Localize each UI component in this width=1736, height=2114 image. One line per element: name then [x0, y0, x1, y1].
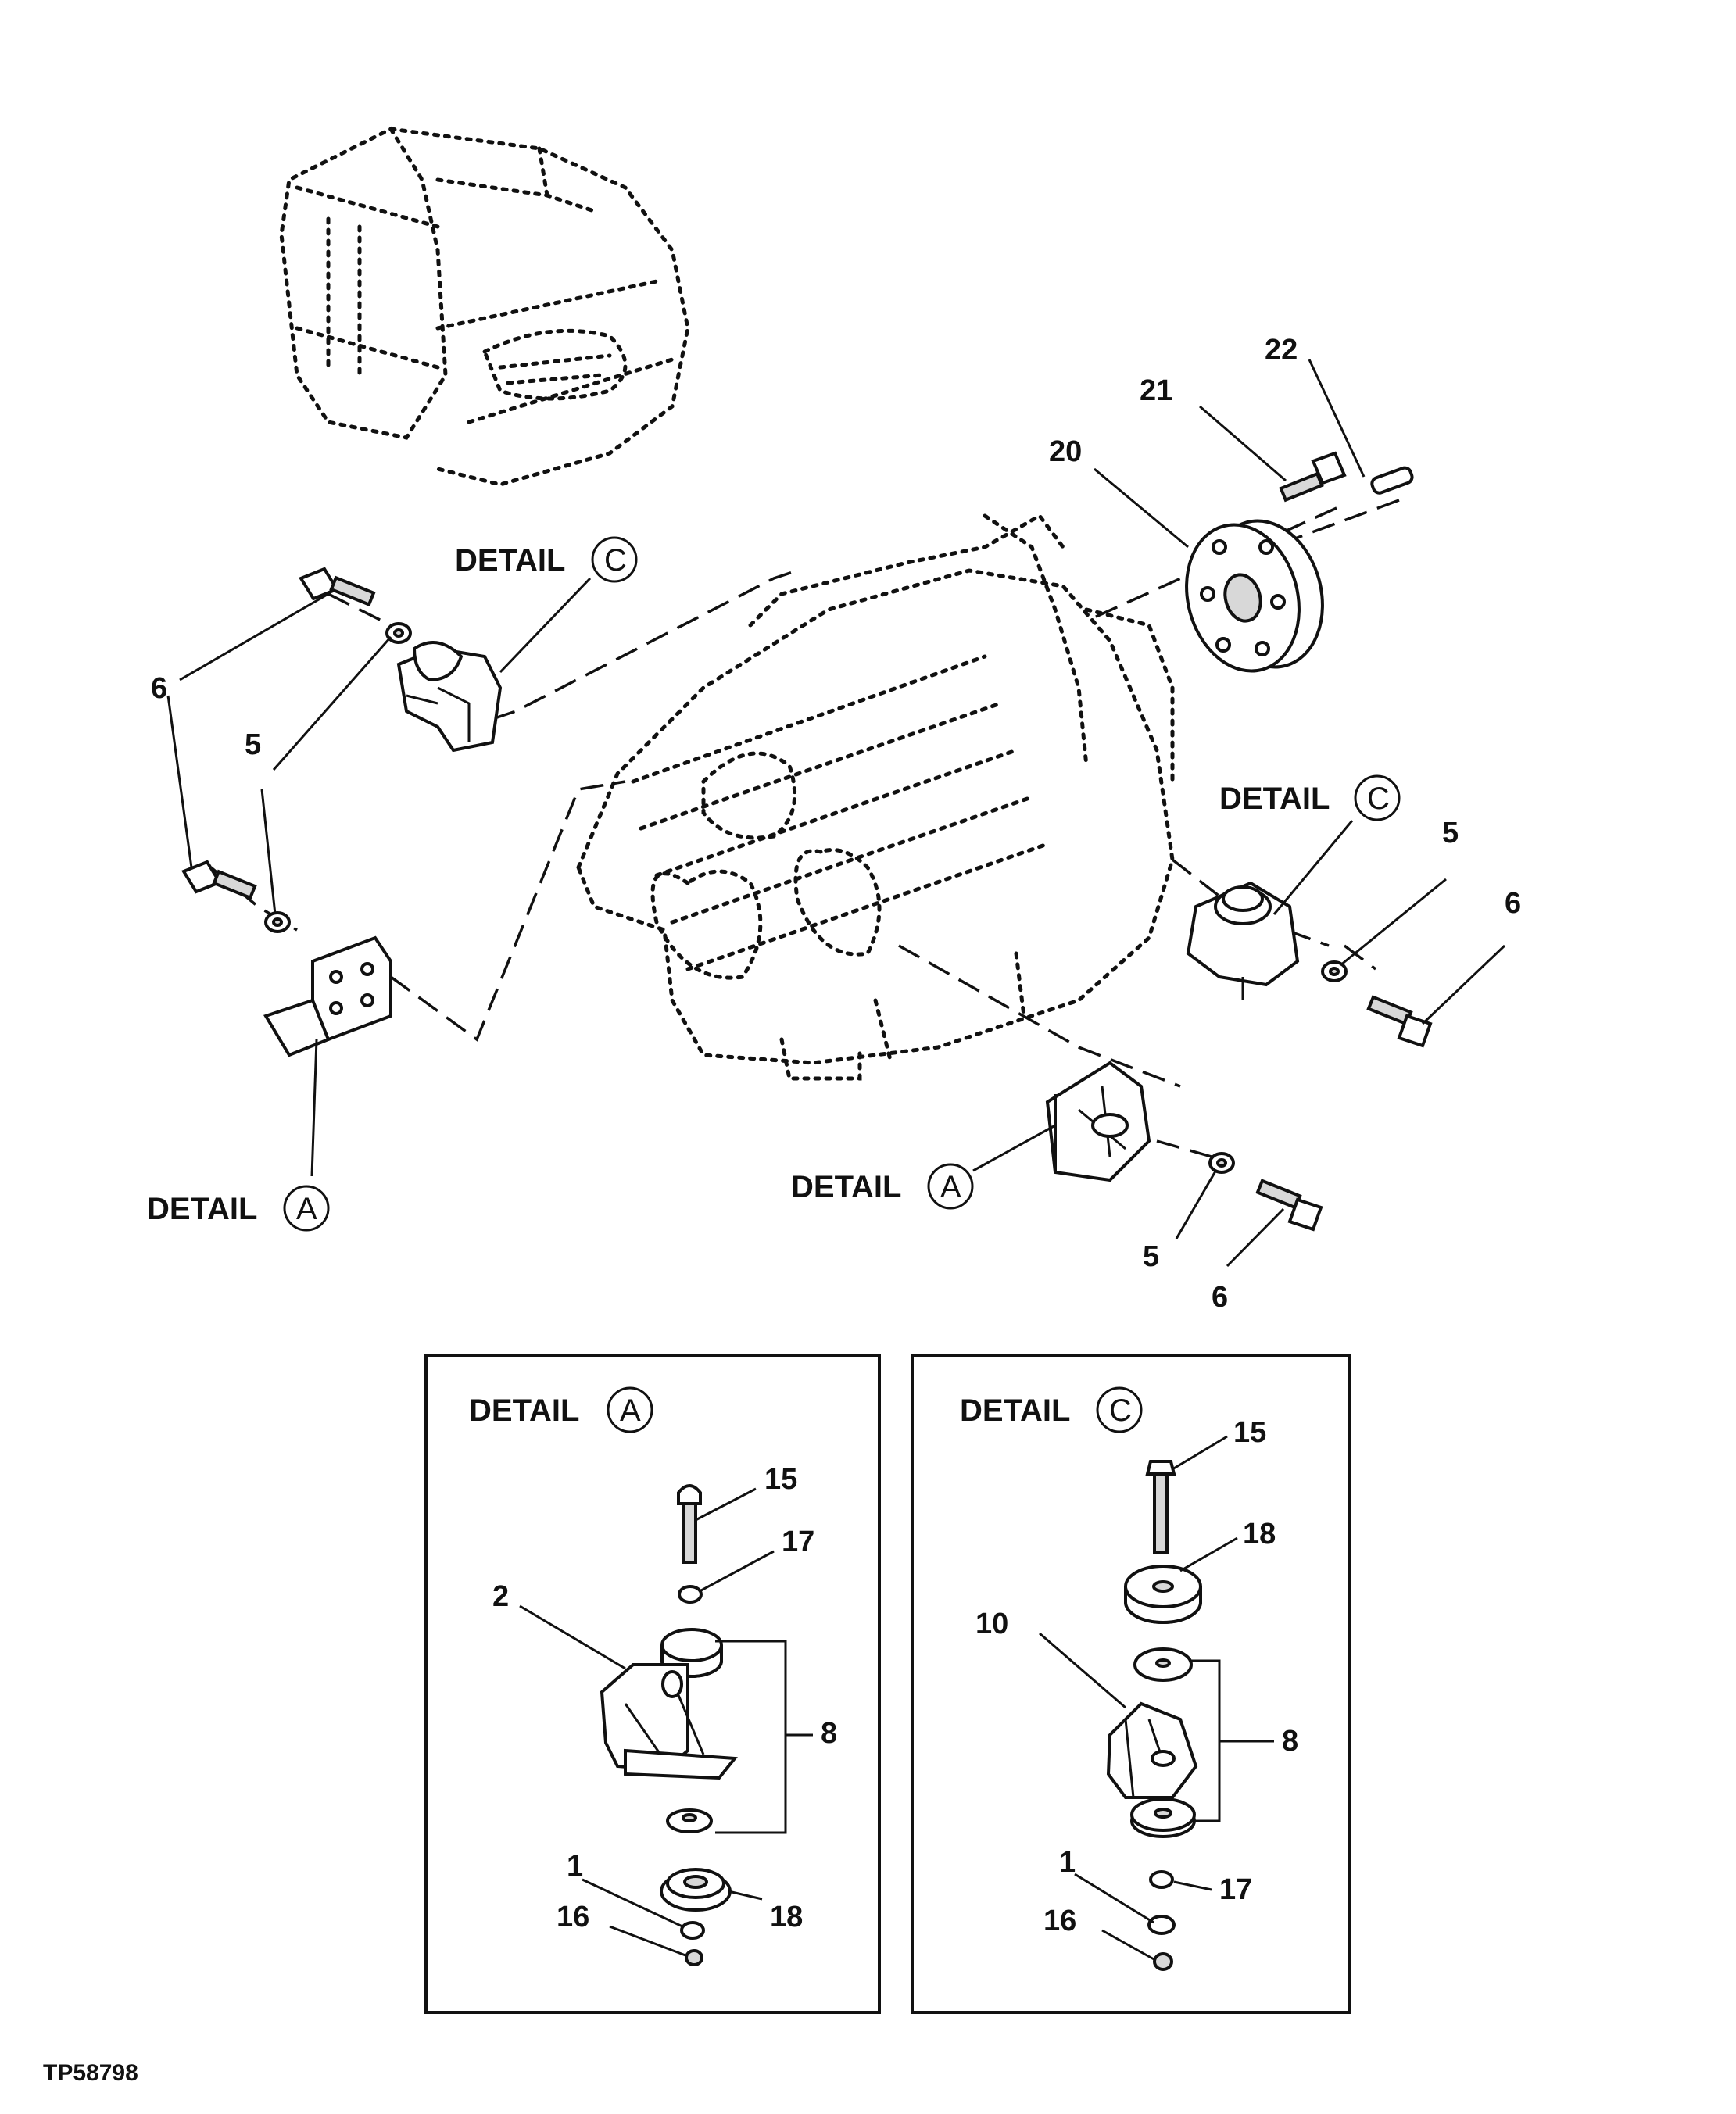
- bolt-21-part: [1279, 451, 1347, 503]
- detail-a-label-lower-left: DETAIL A: [147, 1185, 330, 1232]
- main-callouts: 22 21 20 6 5 5 6 5 6: [151, 334, 1521, 1314]
- operator-cab-outline: [279, 126, 690, 487]
- detail-a-callout-18: 18: [770, 1901, 803, 1933]
- svg-text:A: A: [620, 1393, 641, 1428]
- detail-c-label-right: DETAIL C: [1219, 774, 1401, 821]
- callout-21: 21: [1140, 374, 1172, 407]
- callout-6-lower: 6: [1212, 1281, 1228, 1314]
- callout-5-upper-left: 5: [245, 728, 261, 761]
- detail-a-callout-16: 16: [557, 1901, 589, 1933]
- upper-left-bolt-6: [299, 567, 376, 607]
- lower-left-bolt-6: [181, 860, 257, 900]
- lower-center-mount-a: [1045, 1061, 1151, 1182]
- detail-c-callout-17: 17: [1219, 1873, 1252, 1906]
- callout-5-right: 5: [1442, 817, 1459, 850]
- upper-left-mount-c: [396, 641, 503, 753]
- detail-a-callout-8: 8: [821, 1717, 837, 1750]
- detail-c-callout-15: 15: [1233, 1416, 1266, 1449]
- pin-22-part: [1370, 466, 1414, 495]
- svg-text:DETAIL: DETAIL: [147, 1192, 257, 1226]
- svg-text:DETAIL: DETAIL: [1219, 782, 1330, 816]
- svg-text:C: C: [1367, 782, 1390, 816]
- callout-5-lower: 5: [1143, 1240, 1159, 1273]
- main-leader-lines: [166, 359, 1506, 1268]
- svg-text:C: C: [604, 543, 627, 578]
- lower-center-bolt-6: [1255, 1179, 1323, 1232]
- detail-c-callout-16: 16: [1043, 1905, 1076, 1937]
- callout-20: 20: [1049, 435, 1082, 468]
- right-bolt-6: [1366, 995, 1433, 1048]
- engine-outline: [576, 513, 1175, 1081]
- detail-a-callout-1: 1: [567, 1850, 583, 1883]
- detail-a-callout-2: 2: [492, 1580, 509, 1613]
- callout-22: 22: [1265, 334, 1298, 367]
- svg-text:A: A: [940, 1170, 961, 1204]
- detail-c-callout-18: 18: [1243, 1518, 1276, 1551]
- detail-c-callout-1: 1: [1059, 1846, 1076, 1879]
- lower-left-bracket-a: [263, 935, 392, 1057]
- svg-text:DETAIL: DETAIL: [469, 1393, 579, 1428]
- detail-c-callout-10: 10: [975, 1608, 1008, 1640]
- callout-6-right: 6: [1505, 887, 1521, 920]
- detail-a-callout-17: 17: [782, 1526, 814, 1558]
- detail-a-label-lower-center: DETAIL A: [791, 1163, 974, 1210]
- detail-a-box: DETAIL A: [424, 1354, 881, 2014]
- callout-6-upper-left: 6: [151, 672, 167, 705]
- detail-c-label-upper-left: DETAIL C: [455, 536, 638, 583]
- detail-a-callout-15: 15: [764, 1463, 797, 1496]
- detail-c-box: DETAIL C: [911, 1354, 1351, 2014]
- figure-id: TP58798: [43, 2060, 138, 2086]
- right-washer-5: [1321, 960, 1348, 982]
- right-mount-c: [1186, 881, 1300, 1000]
- coupling-disc-20-part: [1185, 519, 1324, 673]
- upper-left-washer-5: [385, 622, 412, 644]
- svg-text:DETAIL: DETAIL: [791, 1170, 901, 1204]
- svg-text:A: A: [296, 1192, 317, 1226]
- detail-c-callout-8: 8: [1282, 1725, 1298, 1758]
- svg-text:DETAIL: DETAIL: [960, 1393, 1070, 1428]
- svg-text:DETAIL: DETAIL: [455, 543, 565, 578]
- svg-text:C: C: [1109, 1393, 1132, 1428]
- lower-center-washer-5: [1208, 1152, 1235, 1174]
- lower-left-washer-5: [264, 911, 291, 933]
